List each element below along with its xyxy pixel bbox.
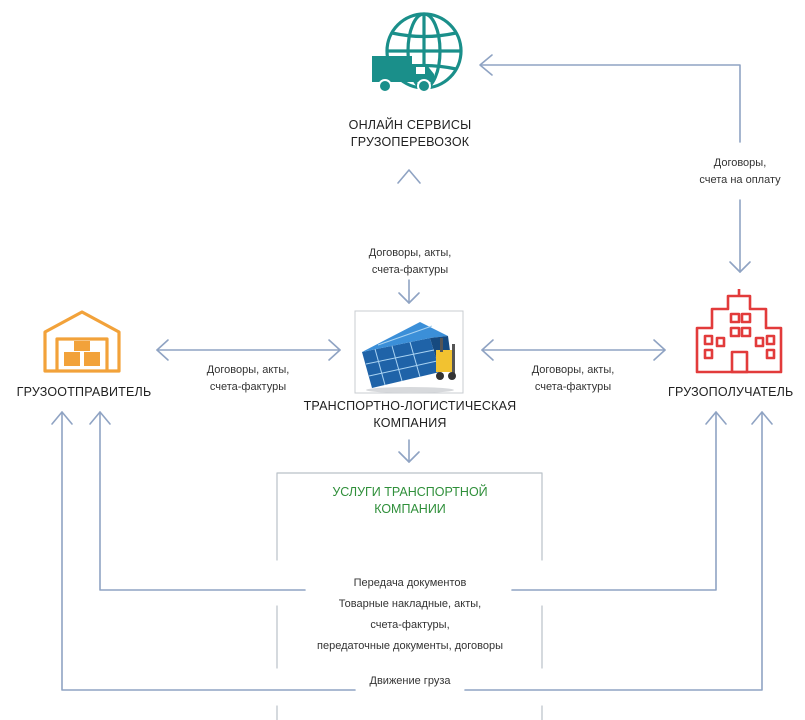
edge-documents-left-path: [99, 411, 306, 591]
edge-label-documents-line3: счета-фактуры,: [370, 619, 450, 631]
edge-label-shipper-center: Договоры, акты, счета-фактуры: [183, 362, 313, 396]
edge-documents-right-path: [511, 411, 717, 591]
services-box-title-line2: КОМПАНИИ: [374, 502, 446, 516]
edge-label-center-top: Договоры, акты, счета-фактуры: [340, 245, 480, 279]
edge-consignee-top-arrowhead: [479, 54, 493, 76]
shipper-label: ГРУЗООТПРАВИТЕЛЬ: [16, 385, 152, 399]
edge-label-documents-line2: Товарные накладные, акты,: [338, 598, 482, 610]
services-box-title-line1: УСЛУГИ ТРАНСПОРТНОЙ: [332, 485, 488, 499]
edge-center-services-head: [398, 451, 420, 463]
edge-consignee-top-path: [481, 64, 741, 143]
edge-consignee-top-down-arrowhead: [729, 261, 751, 273]
edge-label-center-top-line1: Договоры, акты,: [368, 247, 452, 259]
services-box-frame: [276, 472, 543, 561]
center-node-label: ТРАНСПОРТНО-ЛОГИСТИЧЕСКАЯ КОМПАНИЯ: [300, 398, 520, 432]
edge-center-top-arrowhead-down: [398, 292, 420, 304]
edge-label-documents: Передача документов Товарные накладные, …: [300, 573, 520, 657]
edge-label-center-top-line2: счета-фактуры: [371, 264, 449, 276]
top-node-label: ОНЛАЙН СЕРВИСЫ ГРУЗОПЕРЕВОЗОК: [330, 117, 490, 151]
edge-cargo-right-head: [751, 411, 773, 425]
edge-center-consignee-right-head: [653, 339, 666, 361]
center-node-label-line2: КОМПАНИЯ: [373, 416, 447, 430]
edge-documents-left-head: [89, 411, 111, 425]
edge-label-shipper-center-line2: счета-фактуры: [209, 381, 287, 393]
edge-cargo-left-head: [51, 411, 73, 425]
edge-shipper-center-left-head: [156, 339, 169, 361]
edge-label-consignee-top-line1: Договоры,: [713, 157, 767, 169]
top-node-label-line2: ГРУЗОПЕРЕВОЗОК: [350, 135, 470, 149]
services-box-title: УСЛУГИ ТРАНСПОРТНОЙ КОМПАНИИ: [300, 484, 520, 518]
edge-shipper-center-right-head: [328, 339, 341, 361]
edge-label-center-consignee-line2: счета-фактуры: [534, 381, 612, 393]
edge-label-consignee-top: Договоры, счета на оплату: [680, 155, 800, 189]
edge-label-documents-line1: Передача документов: [353, 577, 467, 589]
edge-center-consignee-left-head: [481, 339, 494, 361]
edge-label-shipper-center-line1: Договоры, акты,: [206, 364, 290, 376]
edge-cargo-right-path: [464, 411, 763, 691]
edge-label-center-consignee: Договоры, акты, счета-фактуры: [508, 362, 638, 396]
edge-cargo-left-path: [61, 411, 356, 691]
edge-documents-right-head: [705, 411, 727, 425]
top-node-label-line1: ОНЛАЙН СЕРВИСЫ: [348, 118, 472, 132]
edge-label-cargo: Движение груза: [369, 675, 451, 687]
edge-label-consignee-top-line2: счета на оплату: [699, 174, 781, 186]
edge-center-top-arrowhead-up: [397, 169, 421, 184]
consignee-label: ГРУЗОПОЛУЧАТЕЛЬ: [668, 385, 794, 399]
edge-label-documents-line4: передаточные документы, договоры: [317, 640, 503, 652]
center-node-label-line1: ТРАНСПОРТНО-ЛОГИСТИЧЕСКАЯ: [303, 399, 517, 413]
edge-label-center-consignee-line1: Договоры, акты,: [531, 364, 615, 376]
